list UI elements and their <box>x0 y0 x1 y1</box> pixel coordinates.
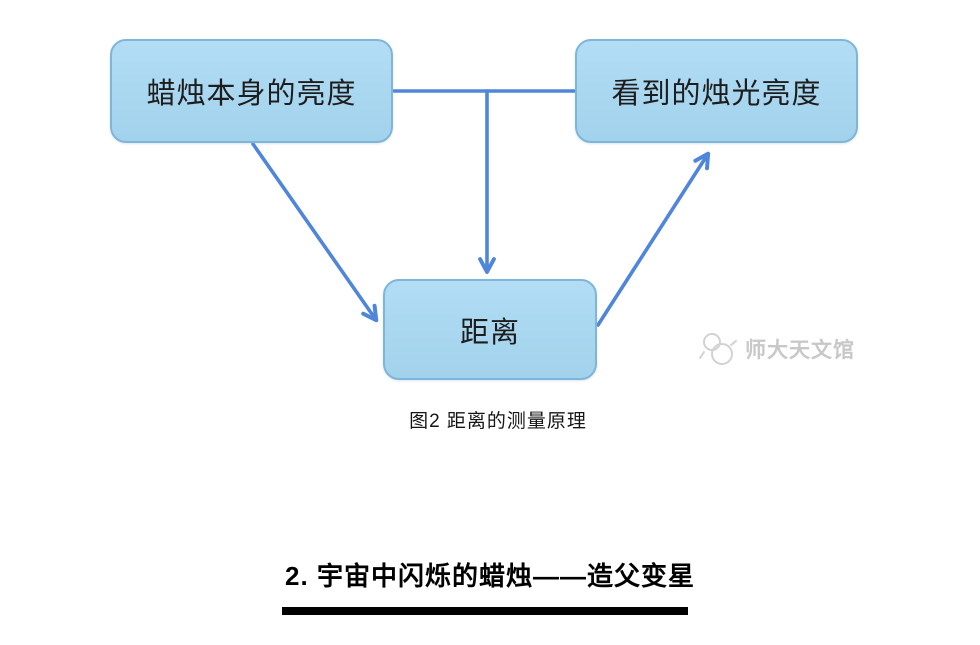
watermark-logo-icon <box>699 333 737 365</box>
figure-caption: 图2 距离的测量原理 <box>409 411 587 432</box>
node-label: 看到的烛光亮度 <box>611 78 822 110</box>
edge-intrinsic-to-distance <box>251 142 379 323</box>
heading-underline <box>282 607 688 615</box>
node-observed-candlelight-brightness: 看到的烛光亮度 <box>575 39 858 143</box>
edge-distance-to-observed <box>596 151 711 327</box>
node-distance: 距离 <box>383 279 597 380</box>
watermark: 师大天文馆 <box>698 330 855 368</box>
section-heading: 2. 宇宙中闪烁的蜡烛——造父变星 <box>285 561 695 591</box>
node-label: 蜡烛本身的亮度 <box>146 78 357 110</box>
watermark-text: 师大天文馆 <box>745 339 855 362</box>
node-candle-intrinsic-brightness: 蜡烛本身的亮度 <box>110 39 393 143</box>
node-label: 距离 <box>459 316 520 349</box>
